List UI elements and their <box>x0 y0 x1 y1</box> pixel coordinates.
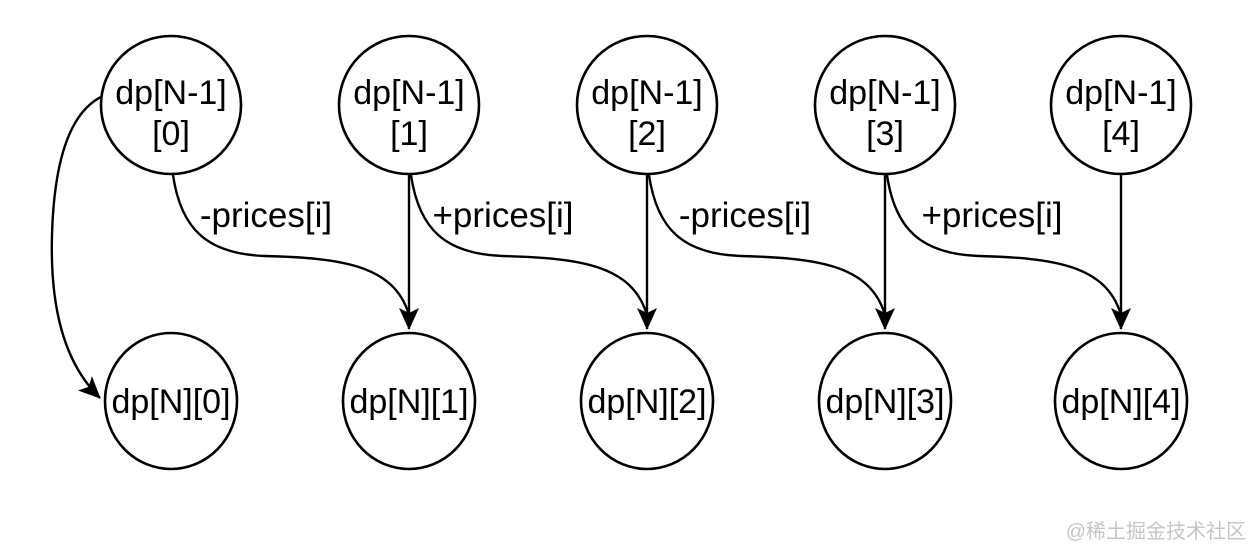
edge-label-plus-prices-1: +prices[i] <box>432 196 573 235</box>
node-bottom-2 <box>579 331 715 471</box>
node-top-0 <box>99 34 243 176</box>
node-bottom-3 <box>817 331 953 471</box>
node-bottom-3-label: dp[N][3] <box>825 383 944 421</box>
node-bottom-0-label: dp[N][0] <box>111 383 230 421</box>
node-top-2-label-line2: [2] <box>628 115 666 153</box>
edge-label-minus-prices-0: -prices[i] <box>200 196 332 235</box>
node-bottom-1 <box>341 331 477 471</box>
node-top-0-label-line1: dp[N-1] <box>115 74 227 112</box>
node-top-0-label-line2: [0] <box>152 115 190 153</box>
edge-label-minus-prices-2: -prices[i] <box>679 196 811 235</box>
node-top-1-label-line1: dp[N-1] <box>353 74 465 112</box>
node-bottom-4-label: dp[N][4] <box>1061 383 1180 421</box>
node-bottom-2-label: dp[N][2] <box>587 383 706 421</box>
node-bottom-0 <box>103 331 239 471</box>
node-top-4 <box>1049 34 1193 176</box>
node-top-2-label-line1: dp[N-1] <box>591 74 703 112</box>
edge-curve-top2-to-bottom3 <box>647 174 887 316</box>
node-bottom-1-label: dp[N][1] <box>349 383 468 421</box>
edge-label-plus-prices-3: +prices[i] <box>921 196 1062 235</box>
node-top-2 <box>575 34 719 176</box>
node-top-1 <box>337 34 481 176</box>
node-top-3 <box>813 34 957 176</box>
node-top-4-label-line1: dp[N-1] <box>1065 74 1177 112</box>
watermark-text: @稀土掘金技术社区 <box>1066 520 1246 543</box>
node-top-4-label-line2: [4] <box>1102 115 1140 153</box>
edge-curve-top1-to-bottom2 <box>409 174 649 316</box>
node-top-3-label-line1: dp[N-1] <box>829 74 941 112</box>
node-top-3-label-line2: [3] <box>866 115 904 153</box>
node-bottom-4 <box>1053 331 1189 471</box>
edge-curve-top0-to-bottom1 <box>171 174 411 316</box>
edge-curve-top0-to-bottom0 <box>50 94 104 399</box>
edge-curve-top3-to-bottom4 <box>885 174 1123 316</box>
node-top-1-label-line2: [1] <box>390 115 428 153</box>
